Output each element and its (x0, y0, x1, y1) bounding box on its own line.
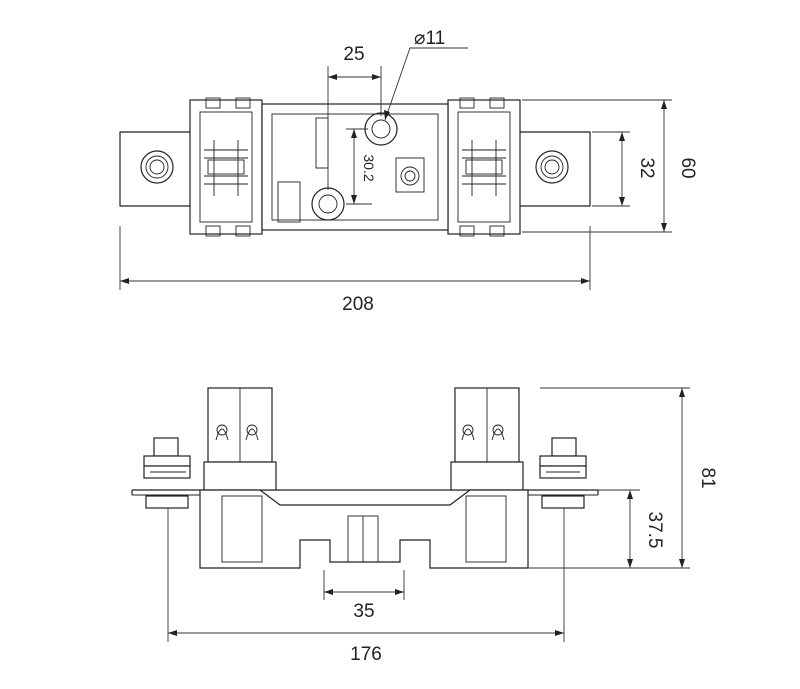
top-view: 25 ⌀11 30.2 32 (119, 28, 698, 315)
central-base-plate (261, 103, 449, 231)
dimension-mounting-length: 176 (167, 508, 565, 665)
dimension-base-height: 37.5 (598, 489, 665, 568)
right-contact-assembly (447, 97, 521, 237)
right-terminal-bolt (535, 150, 569, 184)
right-bolt (539, 437, 587, 509)
dimension-hole-pitch-y: 30.2 (346, 128, 377, 205)
label-hole-diameter: ⌀11 (414, 28, 445, 49)
left-blade-contact (203, 387, 277, 491)
dimension-hole-diameter: ⌀11 (384, 28, 468, 121)
label-overall-length: 208 (342, 294, 374, 315)
side-view: 81 37.5 35 176 (131, 387, 718, 665)
label-terminal-width: 32 (636, 157, 657, 178)
dimension-center-gap: 35 (323, 570, 405, 622)
label-hole-pitch-y: 30.2 (361, 154, 377, 181)
right-terminal-bar (509, 131, 591, 207)
label-overall-height: 81 (697, 467, 718, 488)
label-hole-pitch-x: 25 (343, 44, 364, 65)
dimension-terminal-width: 32 (592, 131, 657, 207)
label-mounting-length: 176 (350, 644, 382, 665)
label-base-height: 37.5 (644, 512, 665, 549)
dimension-overall-height: 81 (528, 387, 718, 569)
left-bolt (143, 437, 191, 509)
label-center-gap: 35 (353, 601, 374, 622)
dimension-overall-length: 208 (119, 226, 591, 315)
label-body-width: 60 (677, 157, 698, 178)
dimension-hole-pitch-x: 25 (327, 44, 382, 190)
left-contact-assembly (189, 97, 263, 237)
base-body (199, 489, 529, 569)
dimension-body-width: 60 (522, 99, 698, 233)
left-terminal-bar (119, 131, 201, 207)
left-terminal-bolt (140, 150, 174, 184)
right-blade-contact (450, 387, 524, 491)
